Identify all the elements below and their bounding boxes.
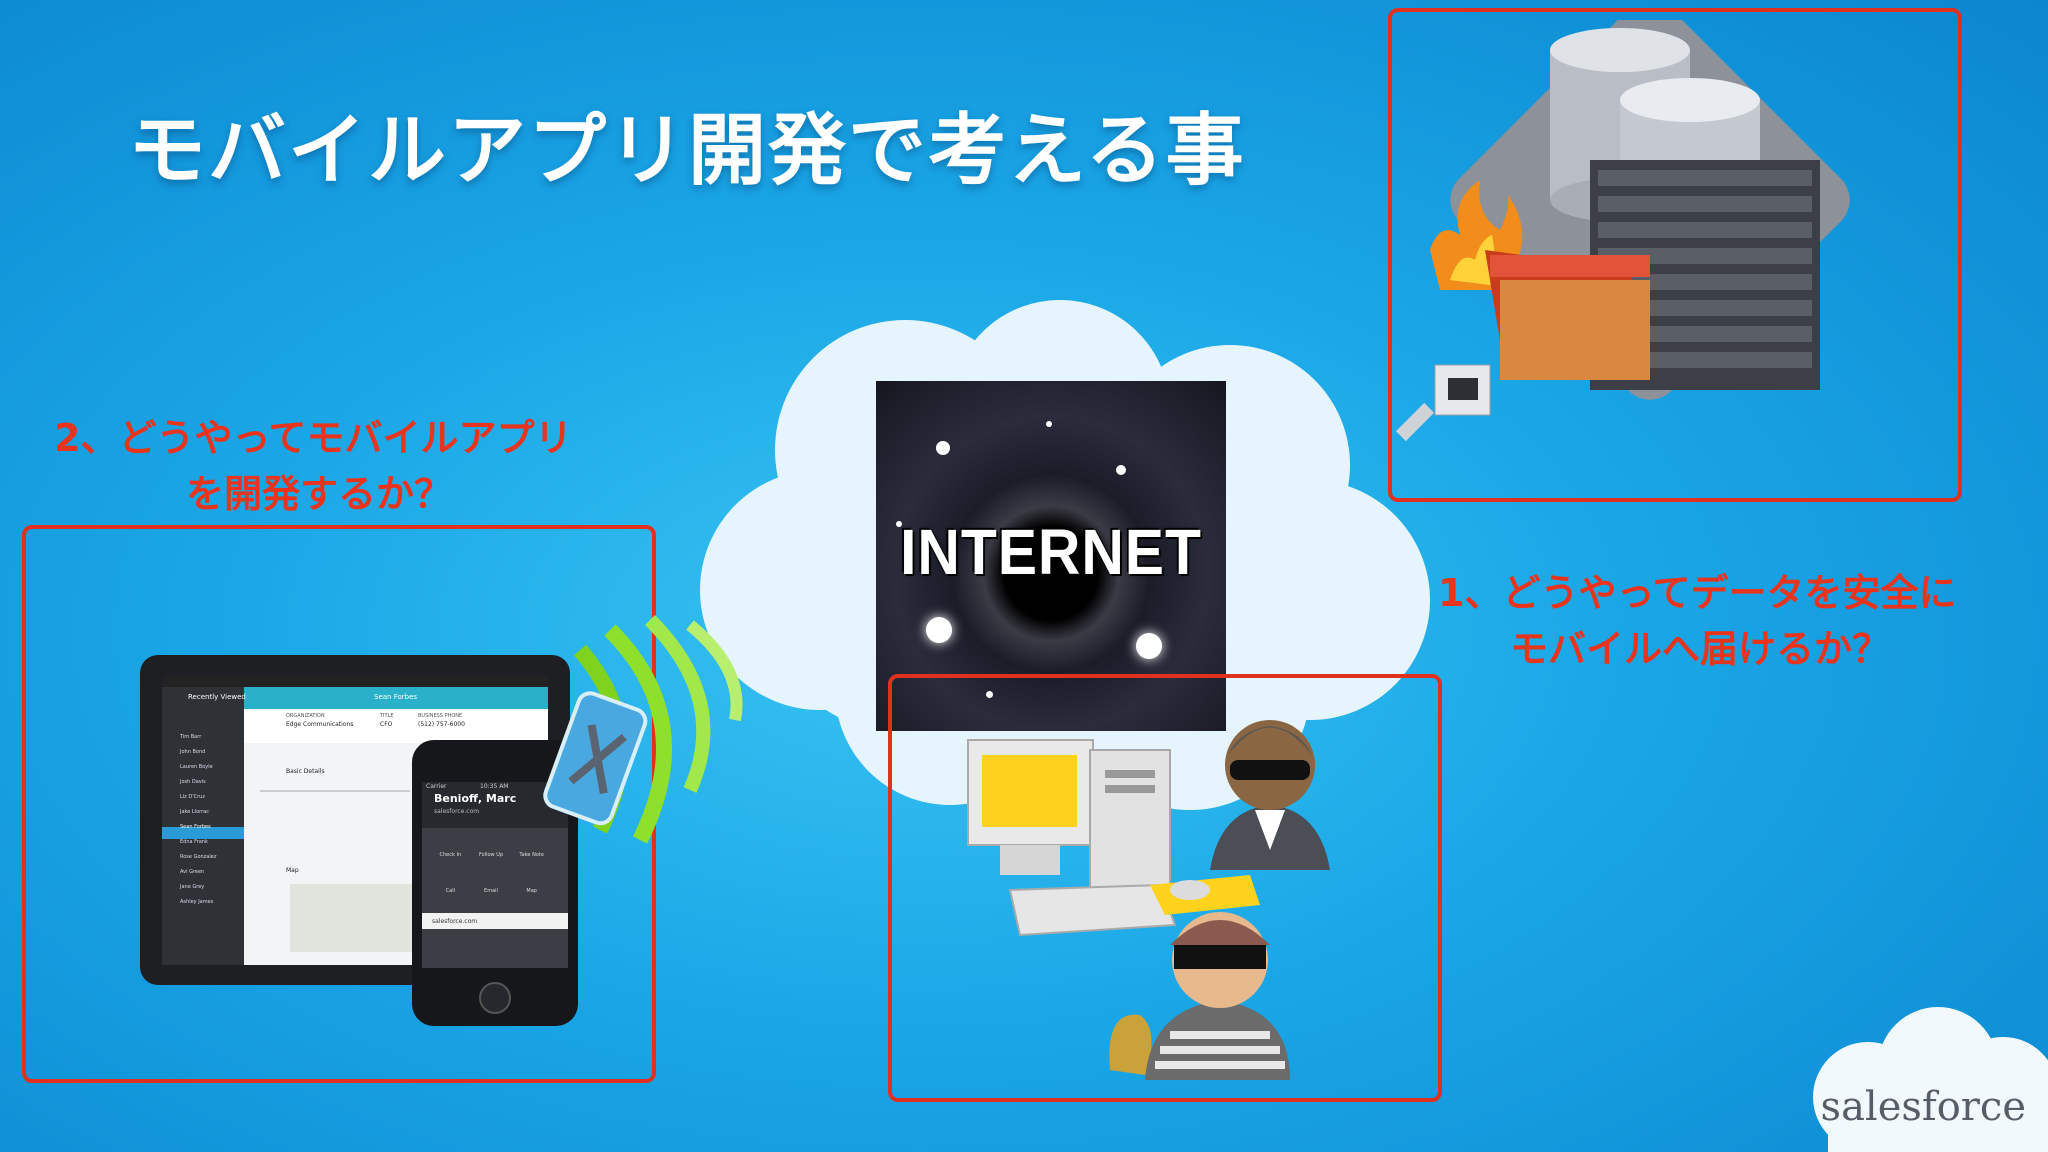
phone-action-button[interactable]: Email [484, 888, 498, 894]
list-item[interactable]: Jake Llorrac [180, 809, 209, 815]
question-1-line-2: モバイルへ届けるか？ [1510, 627, 1891, 671]
tablet-title-label: TITLE [380, 713, 394, 719]
desktop-computer-icon [967, 739, 1260, 937]
network-cable-icon [1395, 364, 1491, 442]
list-item[interactable]: Jane Grey [180, 884, 205, 890]
threats-highlight-box [888, 674, 1442, 1102]
list-item[interactable]: Ashley James [180, 899, 214, 905]
list-item[interactable]: Avi Green [180, 869, 205, 875]
tablet-org-label: ORGANIZATION [286, 713, 325, 719]
tablet-section-title: Basic Details [286, 768, 325, 775]
smartphone-device [412, 740, 578, 1026]
question-2-line-1: 2、どうやってモバイルアプリ [54, 416, 573, 460]
internet-image: INTERNET [876, 381, 1226, 731]
phone-contact-name: Benioff, Marc [434, 792, 517, 805]
tablet-org-value: Edge Communications [286, 721, 354, 728]
list-item[interactable]: John Bond [180, 749, 206, 755]
list-item[interactable]: Sean Forbes [180, 824, 211, 830]
server-highlight-box [1388, 8, 1962, 502]
phone-contact-sub: salesforce.com [434, 808, 480, 815]
list-item[interactable]: Edna Frank [180, 839, 208, 845]
server-icon [1395, 20, 1850, 442]
list-item[interactable]: Lauren Boyle [180, 764, 213, 770]
list-item[interactable]: Liz D'Cruz [180, 794, 205, 800]
list-item[interactable]: Josh Davis [180, 779, 206, 785]
firewall-icon [1430, 180, 1650, 380]
tablet-header: Sean Forbes [374, 693, 418, 701]
phone-carrier: Carrier [426, 783, 447, 790]
phone-action-button[interactable]: Map [526, 888, 537, 894]
tablet-phone-value: (512) 757-6000 [418, 721, 465, 728]
phone-time: 10:35 AM [480, 783, 509, 790]
phone-action-button[interactable]: Call [445, 888, 455, 894]
phone-url-bar[interactable]: salesforce.com [432, 918, 478, 925]
thief-icon [1109, 912, 1290, 1080]
slide-title: モバイルアプリ開発で考える事 [128, 106, 1246, 196]
phone-action-button[interactable]: Check In [439, 852, 462, 858]
tablet-phone-label: BUSINESS PHONE [418, 713, 463, 719]
wireless-signal-icon [543, 615, 743, 844]
tools-phone-icon [543, 691, 648, 826]
phone-action-button[interactable]: Follow Up [478, 852, 504, 858]
phone-action-grid: Check In Follow Up Take Note Call Email … [430, 852, 552, 894]
internet-label: INTERNET [900, 516, 1202, 588]
tablet-title-value: CFO [380, 721, 393, 728]
salesforce-logo-cloud [1813, 1007, 2048, 1152]
phone-action-button[interactable]: Take Note [519, 852, 544, 858]
question-1-line-1: 1、どうやってデータを安全に [1438, 571, 1957, 615]
tablet-contact-list: Tim Barr John Bond Lauren Boyle Josh Dav… [180, 730, 244, 910]
list-item[interactable]: Rose Gonzalez [180, 854, 217, 860]
spy-icon [1210, 720, 1330, 870]
question-2-line-2: を開発するか？ [186, 472, 453, 516]
tablet-map-label: Map [286, 867, 299, 874]
list-item[interactable]: Tim Barr [180, 734, 202, 740]
tablet-list-header: Recently Viewed [188, 693, 246, 701]
salesforce-logo: salesforce [1820, 1084, 2026, 1130]
